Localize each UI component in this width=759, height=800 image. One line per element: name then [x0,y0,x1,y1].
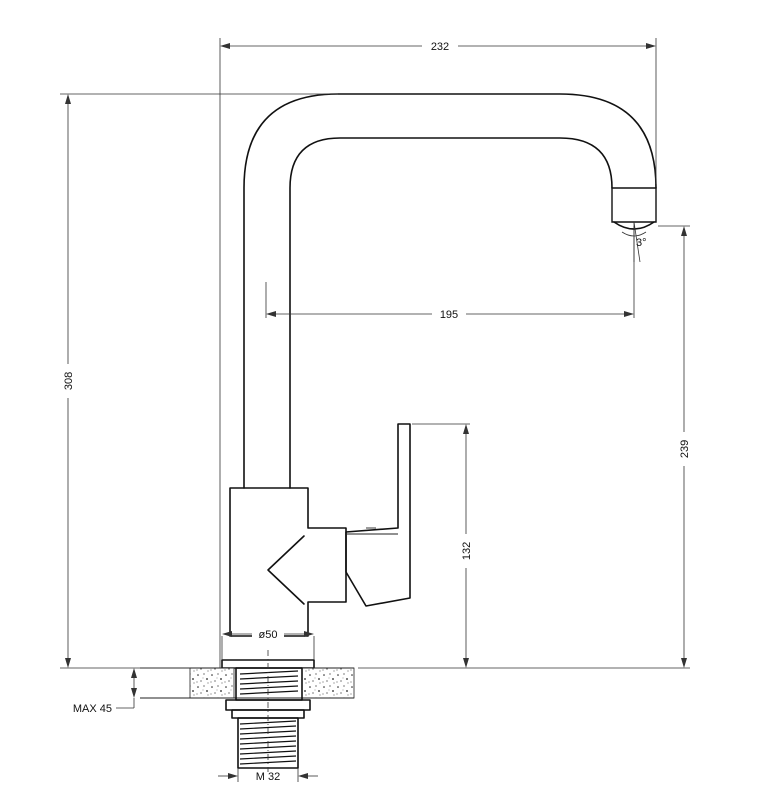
threaded-shank [225,650,311,772]
lever-handle [345,423,411,607]
dim-spout-reach: 195 [265,226,635,322]
dim-lever-height: 132 [412,423,476,668]
countertop-left [189,667,235,699]
dim-counter-thickness: MAX 45 [73,668,137,715]
dim-thread-size: M 32 [218,768,318,783]
dim-spout-angle: 3° [621,221,647,263]
dim-base-diameter-label: ø50 [259,629,278,641]
dim-lever-height-label: 132 [461,542,473,560]
dim-spout-height: 239 [358,225,694,669]
cartridge-notch [267,535,305,605]
countertop-right [301,667,355,699]
countertop [140,667,355,699]
dim-overall-width-label: 232 [431,41,449,53]
dim-spout-reach-label: 195 [440,309,458,321]
spout-inner [289,137,613,489]
shank-upper-threads [239,670,299,695]
dim-counter-thickness-label: MAX 45 [73,703,112,715]
dim-thread-size-label: M 32 [256,771,280,783]
dim-overall-height-label: 308 [63,372,75,390]
faucet-outline [221,93,657,669]
dim-spout-height-label: 239 [679,440,691,458]
mixer-body [229,487,347,637]
spout-tip [611,187,657,223]
dim-overall-height: 308 [58,93,338,669]
dim-spout-angle-label: 3° [636,237,647,249]
dim-base-diameter: ø50 [221,626,315,660]
dim-overall-width: 232 [219,38,657,668]
spout-outer [243,93,657,489]
